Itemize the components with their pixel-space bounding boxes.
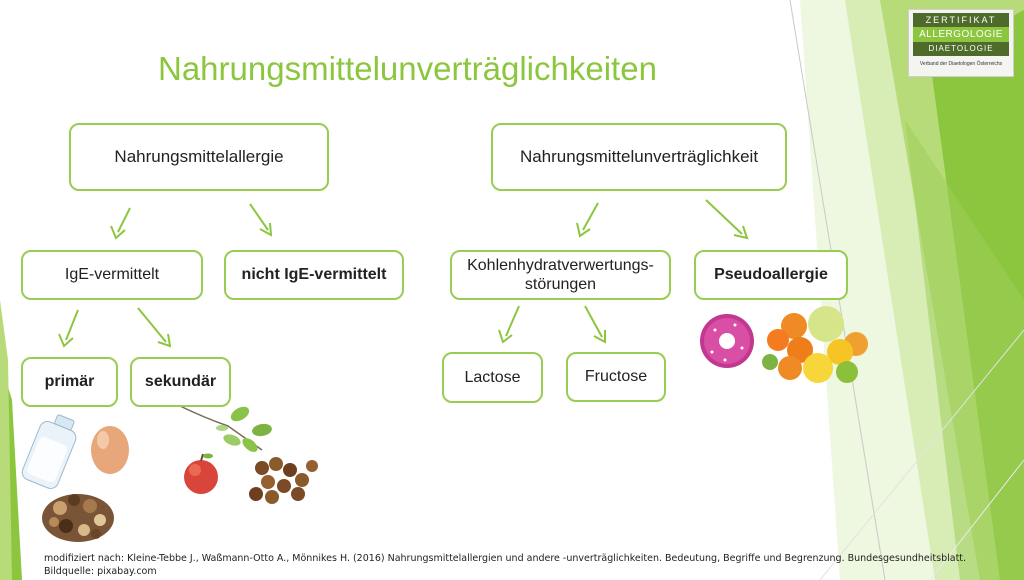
certificate-subtitle: Verband der Diaetologen Österreichs [919,61,1003,67]
apple-icon [184,453,218,494]
egg-icon [91,426,129,474]
node-non-ige-mediated: nicht IgE-vermittelt [224,250,404,300]
image-source: Bildquelle: pixabay.com [44,566,157,577]
hazelnuts-icon [249,457,318,504]
node-primary: primär [21,357,118,407]
milk-bottle-icon [21,414,77,489]
connector-arrows [58,199,749,348]
certificate-logo: ZERTIFIKAT ALLERGOLOGIE DIAETOLOGIE Verb… [908,9,1014,77]
node-food-allergy: Nahrungsmittelallergie [69,123,329,191]
node-ige-mediated: IgE-vermittelt [21,250,203,300]
node-lactose: Lactose [442,352,543,403]
node-carbohydrate-malabsorption: Kohlenhydratverwertungs- störungen [450,250,671,300]
nuts-icon [42,494,114,542]
node-secondary: sekundär [130,357,231,407]
node-carbohydrate-line-1: Kohlenhydratverwertungs- [467,256,654,274]
certificate-line-1: ZERTIFIKAT [913,13,1009,27]
node-fructose: Fructose [566,352,666,402]
certificate-line-2: ALLERGOLOGIE [913,27,1009,42]
donut-icon [696,310,758,372]
footer: modifiziert nach: Kleine-Tebbe J., Waßma… [44,552,966,578]
node-pseudoallergy: Pseudoallergie [694,250,848,300]
citrus-fruits-icon [762,306,868,383]
node-carbohydrate-line-2: störungen [524,276,597,293]
node-food-intolerance: Nahrungsmittelunverträglichkeit [491,123,787,191]
citation: modifiziert nach: Kleine-Tebbe J., Waßma… [44,553,967,564]
certificate-line-3: DIAETOLOGIE [913,42,1009,56]
slide-title: Nahrungsmittelunverträglichkeiten [158,50,657,87]
birch-branch-icon [179,405,272,452]
